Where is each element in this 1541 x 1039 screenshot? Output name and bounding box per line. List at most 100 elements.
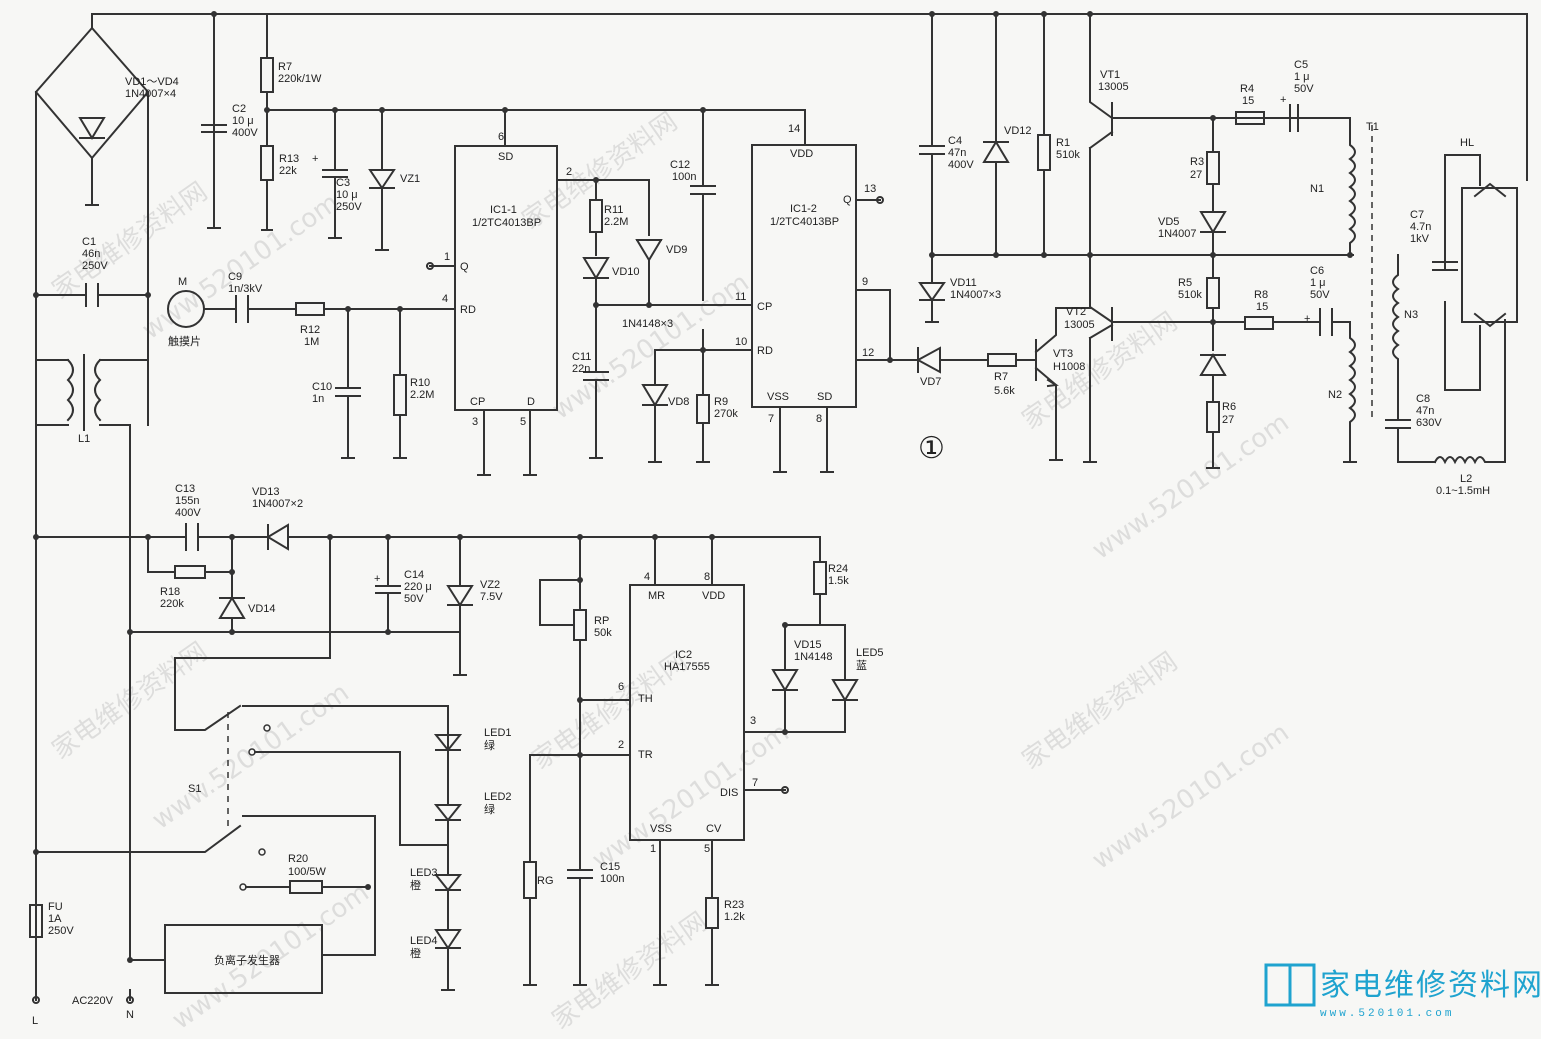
svg-text:5: 5 xyxy=(520,416,526,428)
svg-text:3: 3 xyxy=(750,715,756,727)
svg-text:630V: 630V xyxy=(1416,417,1442,429)
svg-text:5: 5 xyxy=(704,843,710,855)
label-c8: C8 xyxy=(1416,393,1430,405)
svg-text:510k: 510k xyxy=(1178,289,1202,301)
svg-text:SD: SD xyxy=(498,151,513,163)
svg-text:TR: TR xyxy=(638,749,653,761)
site-logo: 家电维修资料网 www.520101.com xyxy=(1264,963,1541,1020)
svg-text:50k: 50k xyxy=(594,627,612,639)
svg-text:22n: 22n xyxy=(572,363,590,375)
svg-text:1: 1 xyxy=(650,843,656,855)
label-led2: LED2 xyxy=(484,791,512,803)
svg-text:4: 4 xyxy=(644,571,650,583)
label-r12: R12 xyxy=(300,324,320,336)
label-vd10: VD10 xyxy=(612,266,640,278)
watermark-cn: 家电维修资料网 xyxy=(1017,647,1183,776)
label-r6: R6 xyxy=(1222,401,1236,413)
svg-text:+: + xyxy=(374,573,380,585)
label-c3-plus: + xyxy=(312,153,318,165)
label-c9: C9 xyxy=(228,271,242,283)
label-r9: R9 xyxy=(714,396,728,408)
svg-text:绿: 绿 xyxy=(484,738,495,752)
svg-text:46n: 46n xyxy=(82,248,100,260)
label-l2: L2 xyxy=(1460,473,1472,485)
svg-text:2.2M: 2.2M xyxy=(604,216,628,228)
svg-text:1kV: 1kV xyxy=(1410,233,1430,245)
label-vd9: VD9 xyxy=(666,244,687,256)
svg-text:1N4007: 1N4007 xyxy=(1158,228,1197,240)
label-n3: N3 xyxy=(1404,309,1418,321)
svg-text:CP: CP xyxy=(470,396,485,408)
label-ac220v: AC220V xyxy=(72,995,114,1007)
svg-text:1: 1 xyxy=(444,251,450,263)
svg-text:+: + xyxy=(1304,313,1310,325)
svg-text:RD: RD xyxy=(460,304,476,316)
svg-text:1n/3kV: 1n/3kV xyxy=(228,283,263,295)
label-vd14: VD14 xyxy=(248,603,276,615)
svg-text:10: 10 xyxy=(735,336,747,348)
label-c11: C11 xyxy=(572,351,591,363)
label-r4: R4 xyxy=(1240,83,1254,95)
svg-text:VSS: VSS xyxy=(650,823,672,835)
label-led5: LED5 xyxy=(856,647,884,659)
label-vd-note: 1N4148×3 xyxy=(622,318,673,330)
svg-text:1/2TC4013BP: 1/2TC4013BP xyxy=(770,216,839,228)
label-r10: R10 xyxy=(410,377,430,389)
label-c6: C6 xyxy=(1310,265,1324,277)
svg-text:27: 27 xyxy=(1222,414,1234,426)
label-vd15: VD15 xyxy=(794,639,822,651)
svg-text:1 μ: 1 μ xyxy=(1294,71,1310,83)
label-c14: C14 xyxy=(404,569,424,581)
label-r1: R1 xyxy=(1056,137,1070,149)
label-l1: L1 xyxy=(78,433,90,445)
label-m: M xyxy=(178,276,187,288)
watermark-cn: 家电维修资料网 xyxy=(547,907,713,1036)
label-c4: C4 xyxy=(948,135,962,147)
svg-text:2.2M: 2.2M xyxy=(410,389,434,401)
junctions xyxy=(33,11,1353,963)
svg-text:1N4148: 1N4148 xyxy=(794,651,833,663)
label-c7: C7 xyxy=(1410,209,1424,221)
svg-text:TH: TH xyxy=(638,693,653,705)
label-vd12: VD12 xyxy=(1004,125,1032,137)
svg-text:5.6k: 5.6k xyxy=(994,385,1015,397)
svg-text:13005: 13005 xyxy=(1064,319,1095,331)
label-led3: LED3 xyxy=(410,867,438,879)
svg-text:6: 6 xyxy=(498,131,504,143)
svg-text:47n: 47n xyxy=(1416,405,1434,417)
svg-text:1/2TC4013BP: 1/2TC4013BP xyxy=(472,217,541,229)
svg-text:12: 12 xyxy=(862,347,874,359)
svg-text:400V: 400V xyxy=(232,127,258,139)
watermark-cn: 家电维修资料网 xyxy=(1017,307,1183,436)
label-r3: R3 xyxy=(1190,156,1204,168)
svg-text:250V: 250V xyxy=(336,201,362,213)
svg-text:RD: RD xyxy=(757,345,773,357)
svg-text:1.5k: 1.5k xyxy=(828,575,849,587)
svg-text:Q: Q xyxy=(460,261,469,273)
svg-text:13005: 13005 xyxy=(1098,81,1129,93)
component-labels: VD1～VD4 1N4007×4 R7 220k/1W C2 10 μ 400V… xyxy=(32,59,1490,1027)
svg-text:220k: 220k xyxy=(160,598,184,610)
svg-text:1N4007×3: 1N4007×3 xyxy=(950,289,1001,301)
svg-text:100n: 100n xyxy=(600,873,624,885)
label-n1: N1 xyxy=(1310,183,1324,195)
label-r11: R11 xyxy=(604,204,623,216)
svg-text:VSS: VSS xyxy=(767,391,789,403)
svg-text:7.5V: 7.5V xyxy=(480,591,503,603)
label-touch-plate: 触摸片 xyxy=(168,334,201,348)
label-vd1-vd4: VD1～VD4 xyxy=(125,76,179,88)
svg-text:2: 2 xyxy=(566,166,572,178)
svg-text:+: + xyxy=(1280,94,1286,106)
svg-text:橙: 橙 xyxy=(410,878,421,892)
svg-text:400V: 400V xyxy=(175,507,201,519)
svg-text:6: 6 xyxy=(618,681,624,693)
logo-text: 家电维修资料网 xyxy=(1320,968,1541,1003)
terminal-l: L xyxy=(32,1015,38,1027)
svg-text:1M: 1M xyxy=(304,336,319,348)
svg-text:VDD: VDD xyxy=(790,148,813,160)
label-ic1-2: IC1-2 xyxy=(790,203,817,215)
book-icon xyxy=(1264,963,1316,1007)
svg-text:400V: 400V xyxy=(948,159,974,171)
label-t1: T1 xyxy=(1366,121,1379,133)
